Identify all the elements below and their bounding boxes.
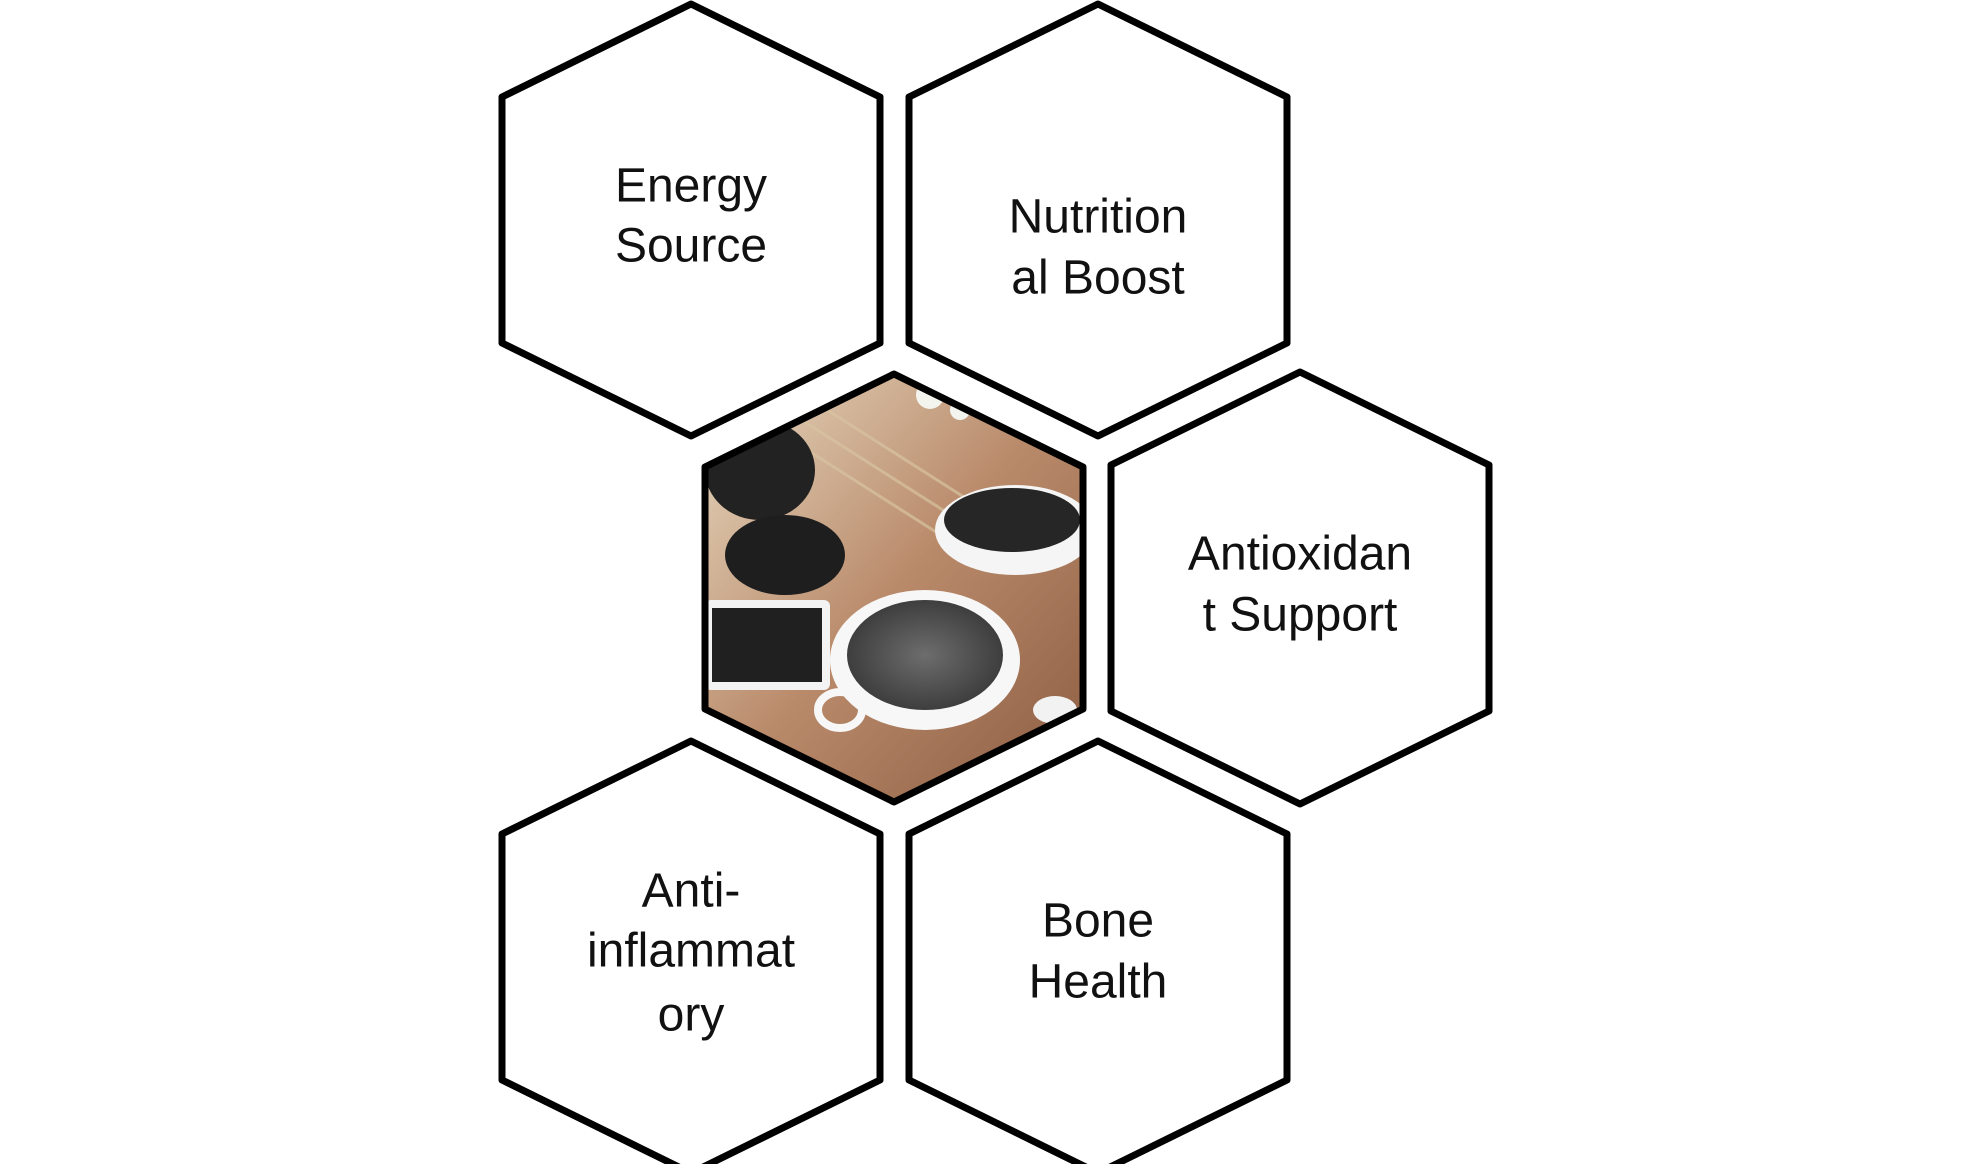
benefit-label-line: Antioxidan [1188,528,1412,581]
benefit-label-line: Health [1029,956,1168,1009]
benefit-label-line: ory [658,989,725,1042]
benefit-label-line: Anti- [642,865,741,918]
hexagon-shape [498,737,884,1164]
black-sesame-photo [705,374,1083,802]
benefit-label-line: Nutrition [1009,191,1188,244]
benefit-label-line: Source [615,220,767,273]
benefit-label-line: al Boost [1011,252,1184,305]
benefit-hexagon-nutrition: Nutrition al Boost [905,0,1291,440]
benefit-label-line: Bone [1042,895,1154,948]
benefit-label-line: Energy [615,160,767,213]
benefit-hexagon-antioxidant: Antioxidan t Support [1107,368,1493,808]
benefit-hexagon-anti-inflammatory: Anti-inflammat ory [498,737,884,1164]
benefit-label-line: inflammat [587,925,795,978]
hexagon-shape [905,737,1291,1164]
hexagon-shape [498,0,884,440]
hexagon-shape [905,0,1291,440]
benefit-label-line: t Support [1203,589,1398,642]
hexagon-shape [1107,368,1493,808]
center-image-hexagon [701,370,1087,806]
